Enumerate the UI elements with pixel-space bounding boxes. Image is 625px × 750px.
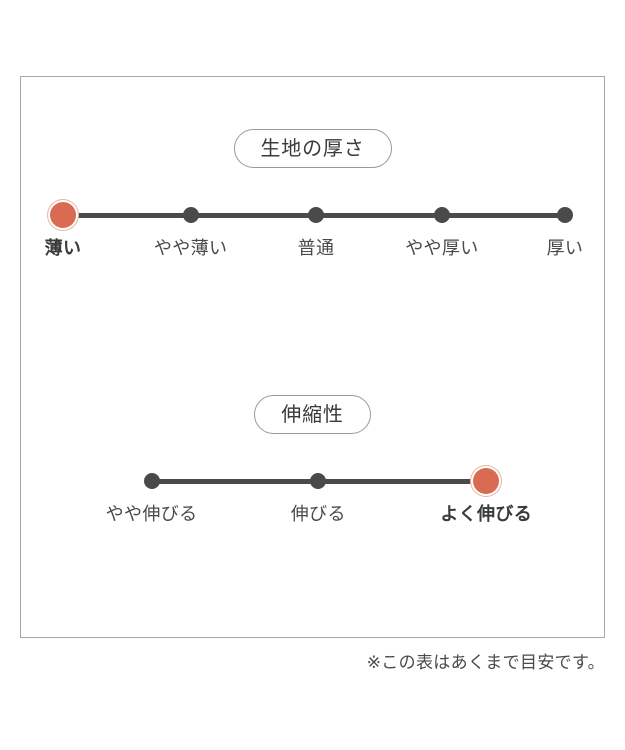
section-stretchiness: 伸縮性 やや伸びる 伸びる よく伸びる: [21, 395, 604, 535]
scale-label-thickness-0: 薄い: [44, 238, 82, 259]
section-title-stretchiness: 伸縮性: [254, 395, 371, 434]
scale-dot-thickness-2[interactable]: [307, 207, 324, 223]
scale-dot-stretch-0[interactable]: [143, 473, 160, 489]
section-title-fabric-thickness: 生地の厚さ: [233, 129, 392, 168]
spec-panel: 生地の厚さ 薄い やや薄い 普通 やや厚い 厚い 伸縮性: [20, 76, 605, 638]
scale-dot-stretch-2[interactable]: [473, 468, 500, 494]
scale-label-thickness-1: やや薄い: [153, 238, 228, 259]
scale-fabric-thickness: 薄い やや薄い 普通 やや厚い 厚い: [21, 173, 604, 269]
scale-label-stretch-0: やや伸びる: [105, 504, 198, 525]
scale-stretchiness: やや伸びる 伸びる よく伸びる: [21, 439, 604, 535]
scale-label-stretch-1: 伸びる: [290, 504, 346, 525]
footnote-disclaimer: ※この表はあくまで目安です。: [366, 653, 605, 673]
section-title-row-thickness: 生地の厚さ: [21, 129, 604, 173]
scale-dot-stretch-1[interactable]: [310, 473, 327, 489]
scale-label-thickness-4: 厚い: [546, 238, 584, 259]
scale-dot-thickness-0[interactable]: [49, 202, 76, 228]
scale-label-stretch-2: よく伸びる: [440, 504, 533, 525]
scale-label-thickness-3: やや厚い: [405, 238, 479, 259]
section-fabric-thickness: 生地の厚さ 薄い やや薄い 普通 やや厚い 厚い: [21, 129, 604, 269]
section-title-row-stretch: 伸縮性: [21, 395, 604, 439]
scale-dot-thickness-4[interactable]: [556, 207, 573, 223]
scale-label-thickness-2: 普通: [297, 238, 335, 259]
scale-dot-thickness-3[interactable]: [433, 207, 450, 223]
scale-dot-thickness-1[interactable]: [182, 207, 199, 223]
